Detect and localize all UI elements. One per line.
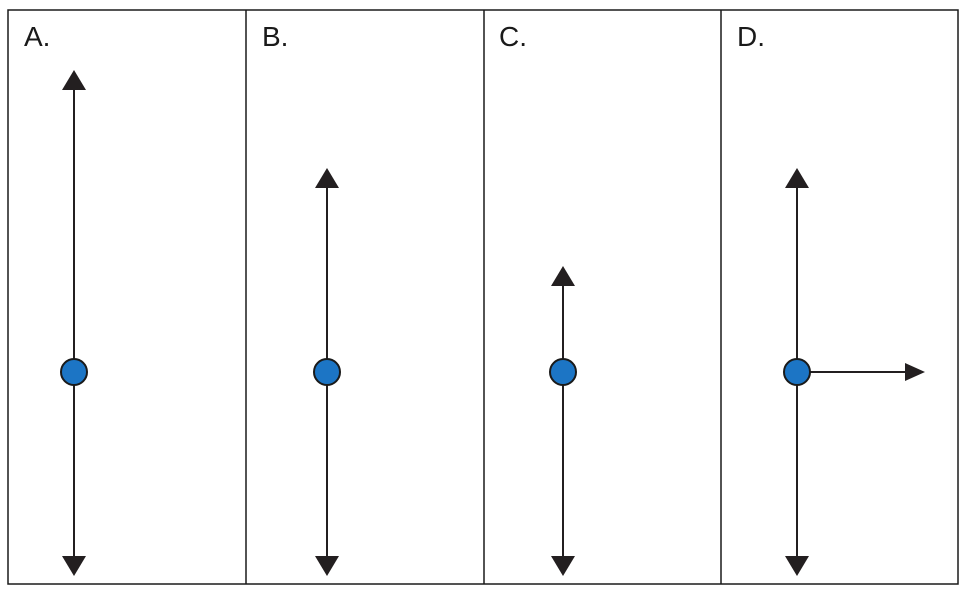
panel-d: D. (737, 21, 765, 52)
arrow-head (551, 266, 575, 286)
arrow-head (62, 70, 86, 90)
dots-layer (60, 358, 811, 386)
force-arrow-right (797, 363, 925, 381)
panel-label: D. (737, 21, 765, 52)
panel-label: A. (24, 21, 50, 52)
force-arrow-up (62, 70, 86, 372)
arrow-head (315, 556, 339, 576)
arrows-layer (62, 70, 925, 576)
panel-b: B. (262, 21, 288, 52)
object-dot (60, 358, 88, 386)
panel-c: C. (499, 21, 527, 52)
force-arrow-down (551, 372, 575, 576)
arrow-head (785, 556, 809, 576)
force-arrow-down (315, 372, 339, 576)
object-dot (549, 358, 577, 386)
force-arrow-up (551, 266, 575, 372)
arrow-head (905, 363, 925, 381)
panel-a: A. (24, 21, 50, 52)
object-dot (313, 358, 341, 386)
arrow-head (785, 168, 809, 188)
object-dot (783, 358, 811, 386)
force-arrow-up (315, 168, 339, 372)
panel-label: B. (262, 21, 288, 52)
arrow-head (62, 556, 86, 576)
force-arrow-down (62, 372, 86, 576)
force-arrow-down (785, 372, 809, 576)
arrow-head (315, 168, 339, 188)
force-arrow-up (785, 168, 809, 372)
arrow-head (551, 556, 575, 576)
panel-label: C. (499, 21, 527, 52)
figure-border (7, 9, 959, 585)
